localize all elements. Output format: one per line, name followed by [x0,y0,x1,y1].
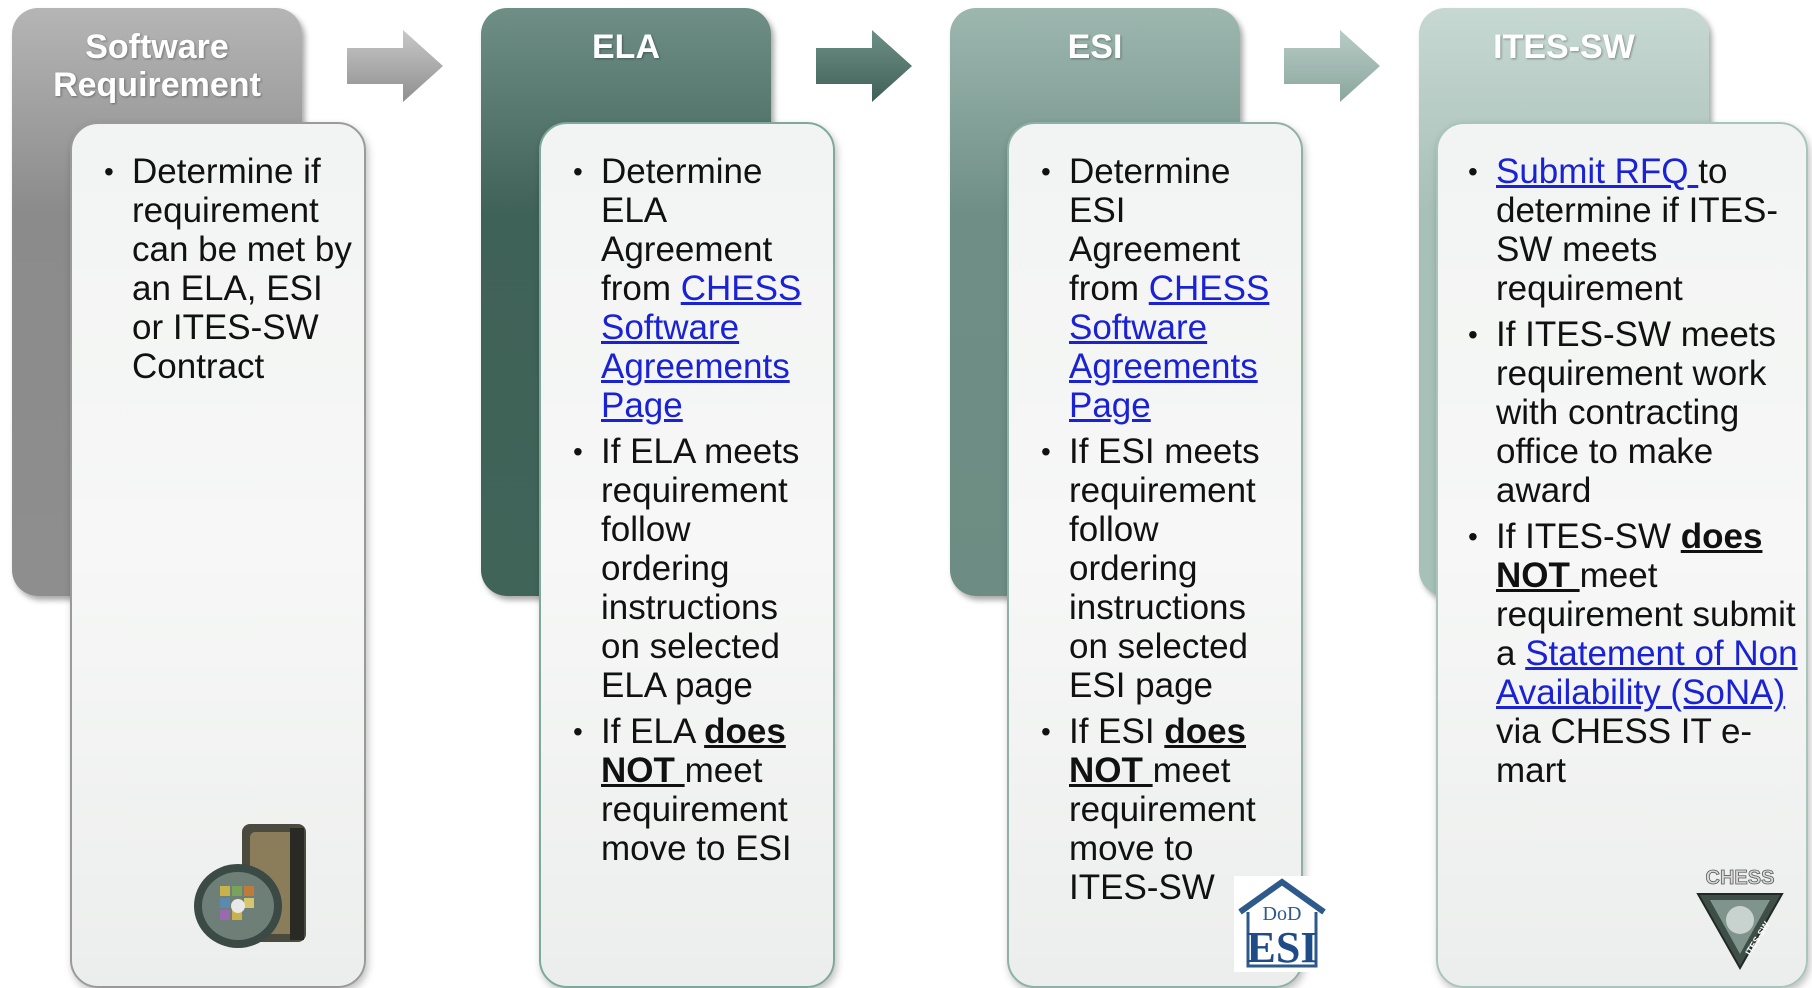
dod-esi-logo: DoD ESI [1234,876,1330,972]
bullet-item: Submit RFQ to determine if ITES-SW meets… [1466,152,1800,308]
step-title: ESI [1067,28,1123,66]
bullet-item: If ELA meets requirement follow ordering… [571,432,823,705]
esi-logo-main: ESI [1247,923,1318,972]
bullet-list: Determine ELA Agreement from CHESS Softw… [571,152,823,875]
chess-logo-word: CHESS [1706,867,1775,889]
bullet-item: If ESI meets requirement follow ordering… [1039,432,1291,705]
bullet-item: If ESI does NOT meet requirement move to… [1039,712,1291,907]
emphasis-text: does NOT [1496,517,1763,595]
chess-software-agreements-link[interactable]: CHESS Software Agreements Page [1069,269,1270,425]
emphasis-text: does NOT [601,712,786,790]
bullet-item: Determine ESI Agreement from CHESS Softw… [1039,152,1291,425]
bullet-item: Determine if requirement can be met by a… [102,152,354,386]
step-title: ELA [592,28,660,66]
submit-rfq-link[interactable]: Submit RFQ [1496,152,1699,191]
bullet-list: Submit RFQ to determine if ITES-SW meets… [1466,152,1800,797]
esi-logo-top: DoD [1263,903,1302,925]
chess-ites-sw-logo: CHESS ITES-SW [1696,867,1784,971]
bullet-item: If ITES-SW meets requirement work with c… [1466,315,1800,510]
bullet-list: Determine if requirement can be met by a… [102,152,354,393]
arrow-right-icon [1284,30,1380,102]
card-ites-sw: Submit RFQ to determine if ITES-SW meets… [1436,122,1808,988]
bullet-item: Determine ELA Agreement from CHESS Softw… [571,152,823,425]
bullet-list: Determine ESI Agreement from CHESS Softw… [1039,152,1291,914]
step-title: ITES-SW [1493,28,1635,66]
bullet-item: If ELA does NOT meet requirement move to… [571,712,823,868]
step-title: Software Requirement [53,28,261,104]
sona-link[interactable]: Statement of Non Availability (SoNA) [1496,634,1798,712]
emphasis-text: does NOT [1069,712,1247,790]
bullet-item: If ITES-SW does NOT meet requirement sub… [1466,517,1800,790]
card-software-requirement: Determine if requirement can be met by a… [70,122,366,988]
chess-software-agreements-link[interactable]: CHESS Software Agreements Page [601,269,802,425]
arrow-right-icon [347,30,443,102]
arrow-right-icon [816,30,912,102]
software-box-cd-icon [194,824,306,948]
card-esi: Determine ESI Agreement from CHESS Softw… [1007,122,1330,988]
card-ela: Determine ELA Agreement from CHESS Softw… [539,122,835,988]
